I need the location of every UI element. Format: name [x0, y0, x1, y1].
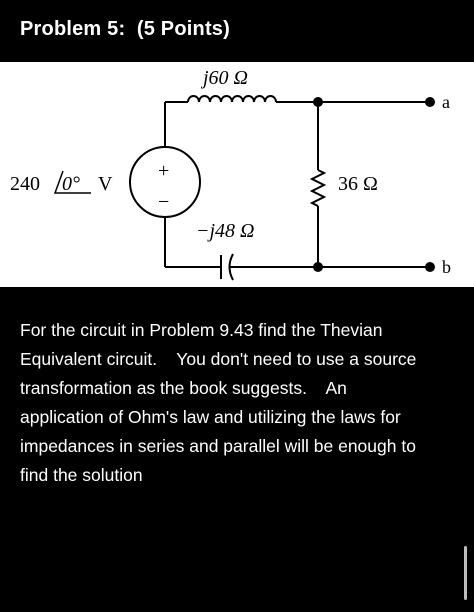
- capacitor-label: −j48 Ω: [196, 220, 255, 242]
- description-line: impedances in series and parallel will b…: [20, 436, 416, 456]
- source-magnitude: 240: [10, 173, 40, 195]
- description-line: application of Ohm's law and utilizing t…: [20, 407, 401, 427]
- node-top: [313, 97, 323, 107]
- resistor-label: 36 Ω: [338, 173, 378, 195]
- node-bottom: [313, 262, 323, 272]
- terminal-dot-a: [425, 97, 435, 107]
- description-line: Equivalent circuit. You don't need to us…: [20, 349, 417, 369]
- scrollbar[interactable]: [464, 546, 467, 600]
- source-plus: +: [158, 160, 169, 182]
- problem-title: Problem 5: (5 Points): [20, 18, 230, 40]
- description-line: For the circuit in Problem 9.43 find the…: [20, 320, 383, 340]
- description-line: find the solution: [20, 465, 143, 485]
- terminal-a-label: a: [442, 92, 450, 112]
- source-unit: V: [98, 173, 113, 195]
- angle-symbol: [53, 170, 91, 194]
- inductor-coil: [187, 95, 277, 103]
- circuit-diagram: + − 240 0° V j60 Ω −j48 Ω 36 Ω a b: [0, 62, 474, 287]
- source-angle: 0°: [62, 173, 80, 195]
- inductor-label: j60 Ω: [200, 67, 248, 89]
- voltage-source-circle: [129, 146, 201, 218]
- terminal-dot-b: [425, 262, 435, 272]
- description-line: transformation as the book suggests. An: [20, 378, 347, 398]
- terminal-b-label: b: [442, 257, 451, 277]
- source-minus: −: [158, 191, 169, 213]
- problem-description: For the circuit in Problem 9.43 find the…: [20, 316, 460, 490]
- resistor-zigzag: [309, 169, 327, 207]
